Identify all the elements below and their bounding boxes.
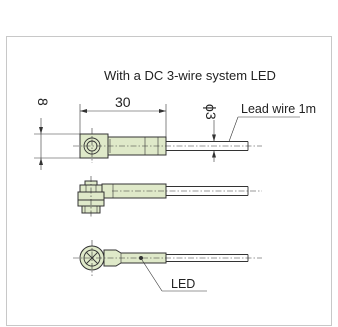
led-label: LED <box>171 277 195 291</box>
diameter-dimension: ϕ3 <box>203 104 219 162</box>
length-dimension-label: 30 <box>115 94 131 110</box>
led-callout: LED <box>141 259 207 292</box>
top-view <box>73 128 262 163</box>
height-dimension: 8 <box>34 98 80 170</box>
bottom-view <box>73 240 262 276</box>
diagram-title: With a DC 3-wire system LED <box>104 68 276 83</box>
lead-wire-label: Lead wire 1m <box>241 102 316 116</box>
length-dimension: 30 <box>79 94 167 137</box>
side-view <box>77 176 262 217</box>
diameter-dimension-label: ϕ3 <box>203 104 219 120</box>
height-dimension-label: 8 <box>35 98 51 106</box>
led-indicator <box>139 256 143 260</box>
frame-border <box>6 36 332 326</box>
lead-wire-callout: Lead wire 1m <box>228 102 316 142</box>
